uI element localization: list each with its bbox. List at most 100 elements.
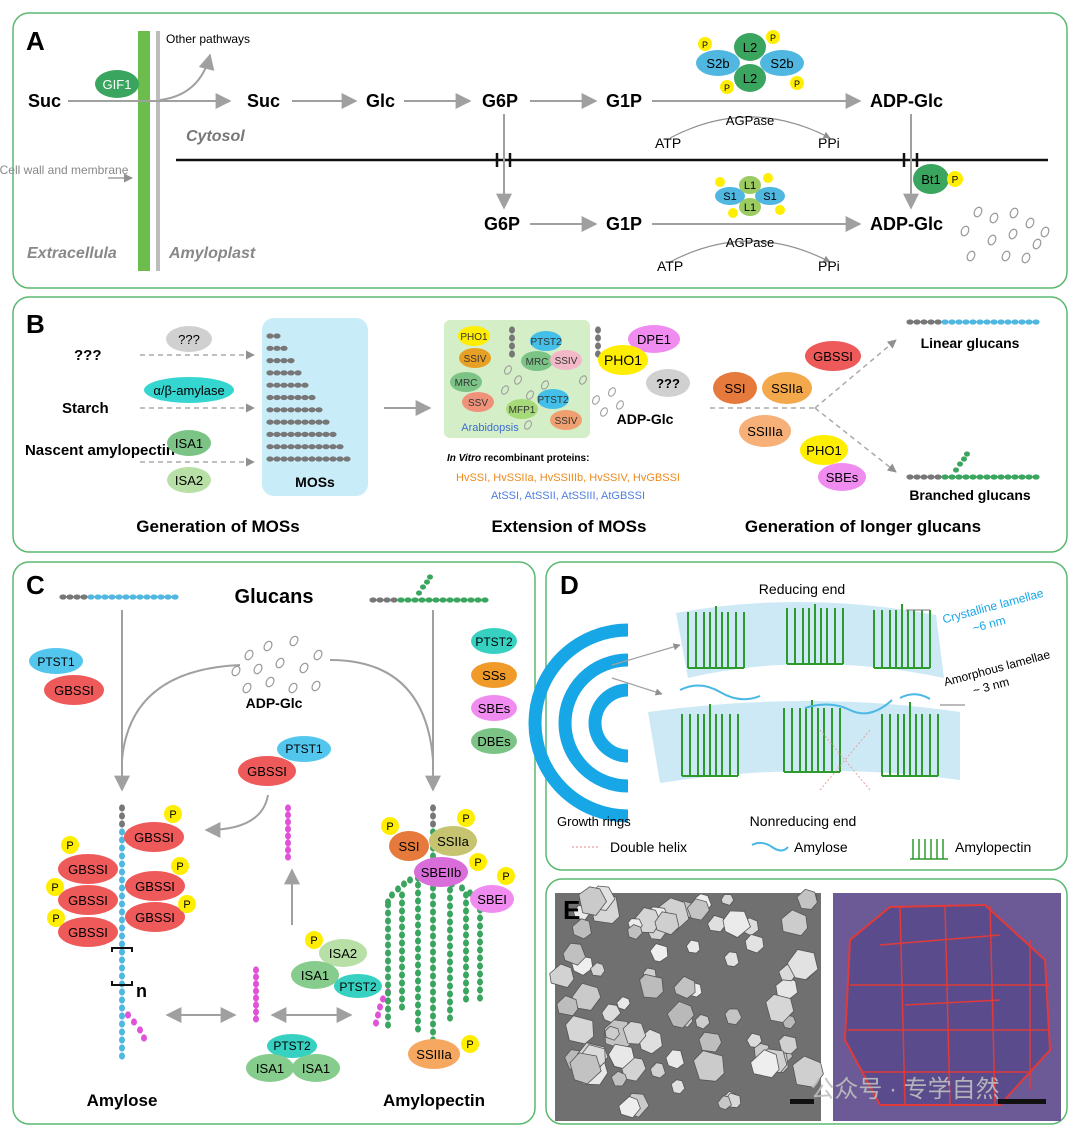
- cell-wall-line: [899, 906, 906, 1106]
- glucose-unit: [969, 474, 977, 480]
- glucose-unit: [280, 431, 288, 437]
- nonreducing-label: Nonreducing end: [750, 813, 857, 829]
- arabidopsis-granules: [501, 326, 624, 430]
- gif1-label: GIF1: [103, 77, 132, 92]
- glucose-unit: [941, 319, 949, 325]
- amylo-adp-glc: ADP-Glc: [870, 214, 943, 234]
- mos-box: [262, 318, 368, 496]
- starch-granule: [698, 1031, 722, 1053]
- panel-d: D Reducing end Crystalline lamellae ~6 n…: [528, 561, 1068, 871]
- glucose-unit: [373, 1019, 379, 1027]
- glucose-unit: [430, 972, 436, 980]
- glucose-unit: [447, 974, 453, 982]
- p-badge: [790, 76, 804, 90]
- glucose-unit: [477, 946, 483, 954]
- adp-glc-granule: [299, 662, 309, 674]
- ssi-label-c: SSI: [399, 839, 420, 854]
- panel-d-letter: D: [560, 570, 579, 600]
- glucose-unit: [315, 419, 323, 425]
- s2b-left: [696, 50, 740, 76]
- glucose-unit: [329, 431, 337, 437]
- glucose-unit: [941, 474, 949, 480]
- glucose-unit: [447, 1014, 453, 1022]
- gbssi-enzyme: [58, 854, 118, 884]
- glucose-unit: [389, 891, 395, 899]
- l2-top: [734, 33, 766, 61]
- glucose-unit: [125, 1011, 131, 1019]
- gbssi-enzyme: [124, 822, 184, 852]
- glucose-unit: [301, 394, 309, 401]
- p-badge: [947, 171, 963, 187]
- glucose-unit: [595, 342, 601, 350]
- gbssi-label: GBSSI: [68, 925, 108, 940]
- glucose-unit: [427, 574, 433, 580]
- glucose-unit: [447, 942, 453, 950]
- glucose-unit: [463, 923, 469, 931]
- gbssi-label-b: GBSSI: [813, 349, 853, 364]
- p-badge-label: P: [310, 935, 317, 947]
- source-starch: Starch: [62, 400, 109, 417]
- glucose-unit: [463, 987, 469, 995]
- glucose-unit: [383, 597, 391, 603]
- glucose-unit: [301, 456, 309, 462]
- glucose-unit: [385, 917, 391, 925]
- glucose-unit: [415, 881, 421, 889]
- granule: [1008, 228, 1018, 240]
- glucose-unit: [119, 836, 125, 844]
- starch-granule: [562, 942, 587, 966]
- pho1-label-b: PHO1: [806, 443, 841, 458]
- glucose-unit: [266, 456, 274, 462]
- glucose-unit: [119, 948, 125, 956]
- p-badge-label: P: [52, 913, 59, 925]
- glucose-unit: [399, 947, 405, 955]
- arabidopsis-enzyme-label: MFP1: [509, 405, 536, 416]
- at-list: AtSSI, AtSSII, AtSSIII, AtGBSSI: [491, 490, 645, 502]
- gbssi-enzyme: [58, 917, 118, 947]
- glucose-unit: [430, 1012, 436, 1020]
- arabidopsis-enzyme: [521, 351, 553, 371]
- p-badge-label: P: [462, 813, 469, 825]
- p-badge: [775, 205, 785, 215]
- glucose-unit: [399, 963, 405, 971]
- glucose-unit: [285, 846, 291, 854]
- glucose-unit: [119, 844, 125, 852]
- glucose-unit: [463, 963, 469, 971]
- glucose-unit: [399, 971, 405, 979]
- glucose-unit: [273, 419, 281, 425]
- ssiiia-label-b: SSIIIa: [747, 424, 783, 439]
- cell-wall-line: [989, 905, 996, 1106]
- other-pathways-arrow: [159, 53, 215, 101]
- glucose-unit: [119, 820, 125, 828]
- atp-label-amylo: ATP: [657, 258, 683, 274]
- glucose-unit: [329, 456, 337, 462]
- starch-granule: [618, 1096, 641, 1119]
- s1-left-label: S1: [723, 191, 736, 203]
- glucose-unit: [253, 987, 259, 995]
- glucose-unit: [415, 969, 421, 977]
- glucose-unit: [955, 474, 963, 480]
- glucose-unit: [119, 804, 125, 812]
- legend-amylose: Amylose: [794, 839, 848, 855]
- cell-wall-bar: [138, 31, 150, 271]
- glucose-unit: [447, 910, 453, 918]
- cell-wall-line: [904, 999, 1001, 1006]
- glucose-unit: [1032, 319, 1040, 325]
- glucose-unit: [266, 370, 274, 376]
- adp-glc-label-c: ADP-Glc: [246, 695, 303, 711]
- p-badge: [720, 80, 734, 94]
- starch-granule: [622, 1021, 647, 1045]
- ptst2-label-c: PTST2: [475, 635, 513, 649]
- glucose-unit: [447, 926, 453, 934]
- glucose-unit: [119, 876, 125, 884]
- glucose-unit: [266, 394, 274, 401]
- glucose-unit: [390, 597, 398, 603]
- gbssi-label: GBSSI: [135, 910, 175, 925]
- isa1-enzyme-c: [291, 961, 339, 989]
- glucose-unit: [399, 891, 405, 899]
- glucose-unit: [119, 1036, 125, 1044]
- glucose-unit: [962, 474, 970, 480]
- glucose-unit: [477, 978, 483, 986]
- glucose-unit: [266, 444, 274, 450]
- arabidopsis-enzyme-label: SSIV: [555, 416, 578, 427]
